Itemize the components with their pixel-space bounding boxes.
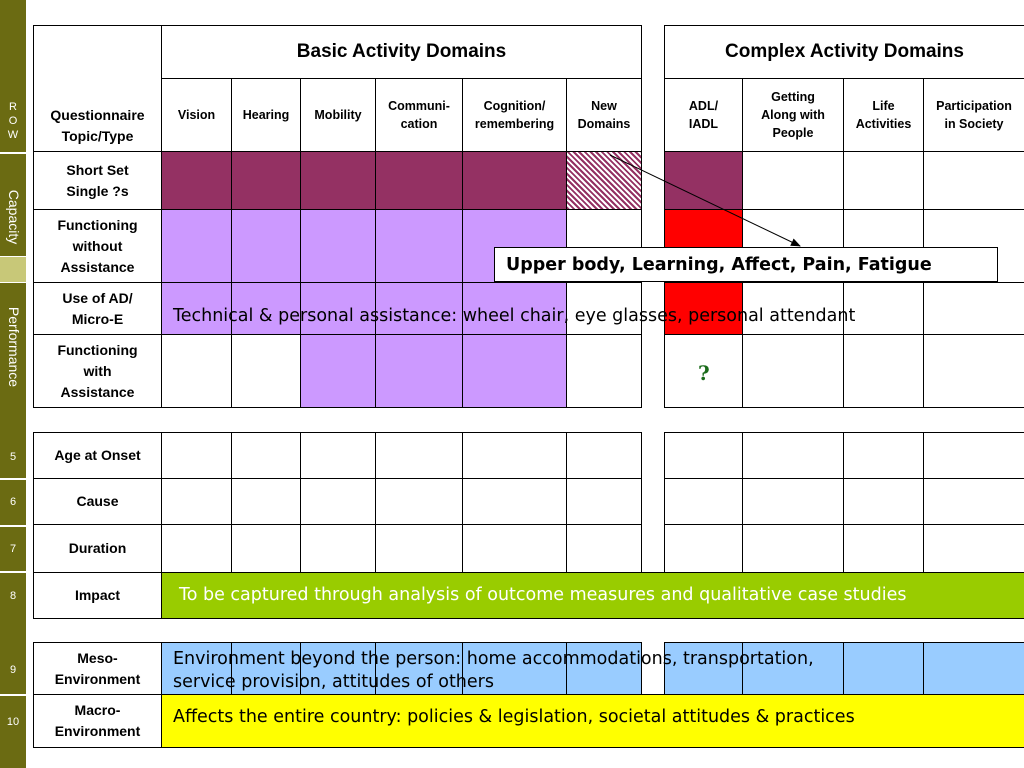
impact-note: To be captured through analysis of outco… <box>179 585 907 605</box>
table-cell <box>300 209 376 283</box>
sidebar-light-band <box>0 256 26 282</box>
question-mark: ? <box>698 361 710 385</box>
row-number-9: 9 <box>9 664 17 676</box>
table-cell <box>923 334 1024 408</box>
table-cell <box>462 334 567 408</box>
table-cell <box>161 209 232 283</box>
row-number-7: 7 <box>9 543 17 555</box>
table-cell <box>923 642 1024 695</box>
basic-col-header: Cognition/ remembering <box>462 78 567 152</box>
complex-col-header: Getting Along with People <box>742 78 844 152</box>
upper-body-note: Upper body, Learning, Affect, Pain, Fati… <box>506 255 932 275</box>
table-cell <box>375 334 463 408</box>
table-cell <box>231 282 301 335</box>
table-cell <box>566 334 642 408</box>
upper-body-note-box <box>494 247 998 282</box>
row-label-w: W <box>7 129 19 141</box>
table-cell <box>300 334 376 408</box>
macro-note: Affects the entire country: policies & l… <box>173 707 855 727</box>
row-number-8: 8 <box>9 590 17 602</box>
table-cell <box>300 151 376 210</box>
table-cell <box>300 642 376 695</box>
table-cell <box>375 151 463 210</box>
merged-cell-macro <box>161 694 1024 748</box>
table-cell <box>231 209 301 283</box>
merged-cell-impact <box>161 572 1024 619</box>
row-number-6: 6 <box>9 496 17 508</box>
table-cell <box>566 151 642 210</box>
row-number-10: 10 <box>6 716 20 728</box>
row-number-5: 5 <box>9 451 17 463</box>
table-cell <box>843 642 924 695</box>
table-cell <box>231 151 301 210</box>
meso-note: Environment beyond the person: home acco… <box>173 649 814 692</box>
table-cell <box>742 642 844 695</box>
row-label-r: R <box>9 101 17 113</box>
table-cell <box>375 642 463 695</box>
sidebar <box>0 0 26 768</box>
table-cell <box>462 642 567 695</box>
table-cell <box>462 282 567 335</box>
assistance-note: Technical & personal assistance: wheel c… <box>173 306 856 326</box>
row-label-o: O <box>8 115 18 127</box>
complex-col-header: ADL/ IADL <box>664 78 743 152</box>
row-topic-func_with: Functioning with Assistance <box>33 334 162 408</box>
table-cell <box>300 282 376 335</box>
table-cell <box>161 642 232 695</box>
